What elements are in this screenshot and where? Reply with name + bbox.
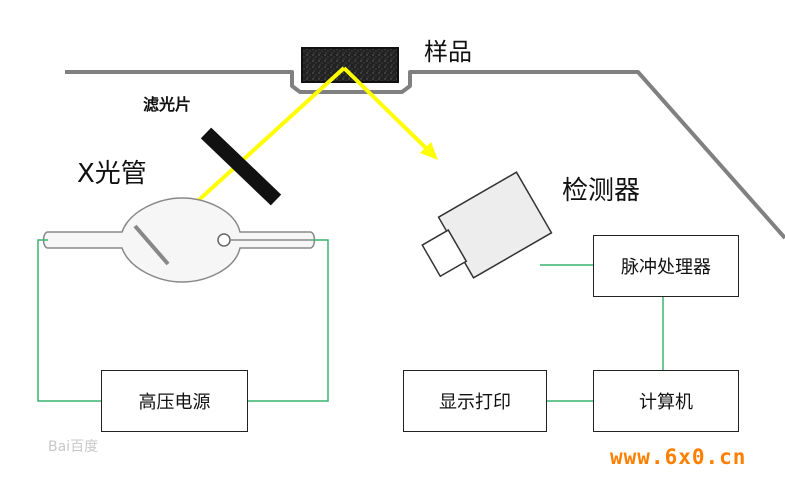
filter-plate — [200, 127, 282, 206]
baidu-watermark: Bai百度 — [48, 439, 99, 455]
filter-label: 滤光片 — [143, 95, 192, 114]
housing-outline — [65, 70, 785, 240]
hv-power-box: 高压电源 — [101, 370, 248, 432]
wiring — [37, 239, 664, 402]
detector-label: 检测器 — [562, 176, 641, 206]
fluorescence-beam — [342, 66, 430, 152]
computer-box: 计算机 — [593, 370, 739, 432]
beam-arrowhead — [420, 142, 438, 160]
detector — [421, 171, 553, 279]
sample-label: 样品 — [424, 38, 472, 66]
display-print-box: 显示打印 — [403, 370, 547, 432]
xray-tube-label: X光管 — [77, 159, 147, 189]
site-url: www.6x0.cn — [610, 445, 747, 469]
sample-block — [301, 47, 399, 83]
pulse-processor-box: 脉冲处理器 — [593, 235, 739, 297]
xray-tube — [42, 197, 316, 283]
